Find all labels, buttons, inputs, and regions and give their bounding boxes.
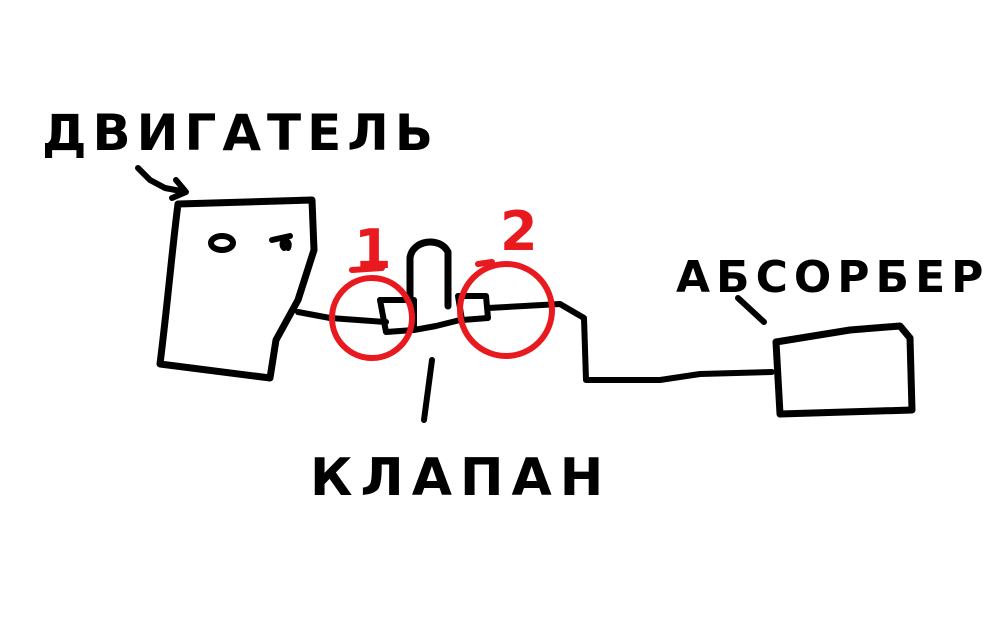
engine-block [156,196,318,382]
marker-circle-1 [329,275,415,361]
engine-pointer-arrow [135,165,189,201]
absorber-block [772,322,916,418]
marker-circle-2 [457,261,555,359]
pipe-valve-absorber [485,301,775,383]
marker-number-2: 2 [500,200,538,263]
valve-pointer-line [421,357,435,423]
engine-port-left [208,233,236,253]
marker-pointer-2 [475,259,495,267]
engine-label: ДВИГАТЕЛЬ [42,104,439,162]
absorber-pointer [735,295,767,325]
valve-body-bottom [411,317,463,333]
marker-underline-1 [349,265,385,273]
pipe-engine-valve [295,309,389,325]
absorber-label: АБСОРБЕР [676,252,989,303]
engine-port-right [269,233,293,251]
valve-stem [406,238,452,310]
valve-label: КЛАПАН [310,448,611,508]
